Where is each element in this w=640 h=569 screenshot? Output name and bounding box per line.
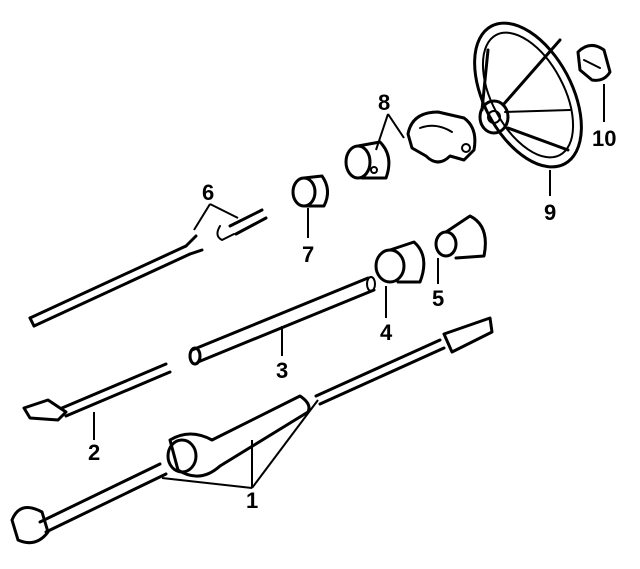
lock-housing <box>434 214 487 260</box>
steering-shaft <box>10 316 494 545</box>
callout-3: 3 <box>276 358 288 383</box>
callout-6: 6 <box>202 180 214 205</box>
callout-10: 10 <box>592 126 616 151</box>
leader-lines <box>93 84 605 489</box>
callout-8: 8 <box>378 90 390 115</box>
callout-4: 4 <box>380 320 393 345</box>
horn-button <box>576 44 612 82</box>
column-housing <box>406 110 477 164</box>
lower-shaft <box>22 362 172 422</box>
callout-7: 7 <box>302 242 314 267</box>
callout-2: 2 <box>88 440 100 465</box>
column-bushing <box>374 240 426 284</box>
steering-wheel <box>473 21 583 169</box>
upper-bearing <box>291 174 329 208</box>
shift-linkage <box>28 208 268 328</box>
column-jacket <box>188 276 376 366</box>
callout-5: 5 <box>432 286 444 311</box>
housing-sleeve <box>344 140 391 180</box>
callout-9: 9 <box>544 200 556 225</box>
callout-1: 1 <box>246 488 258 513</box>
